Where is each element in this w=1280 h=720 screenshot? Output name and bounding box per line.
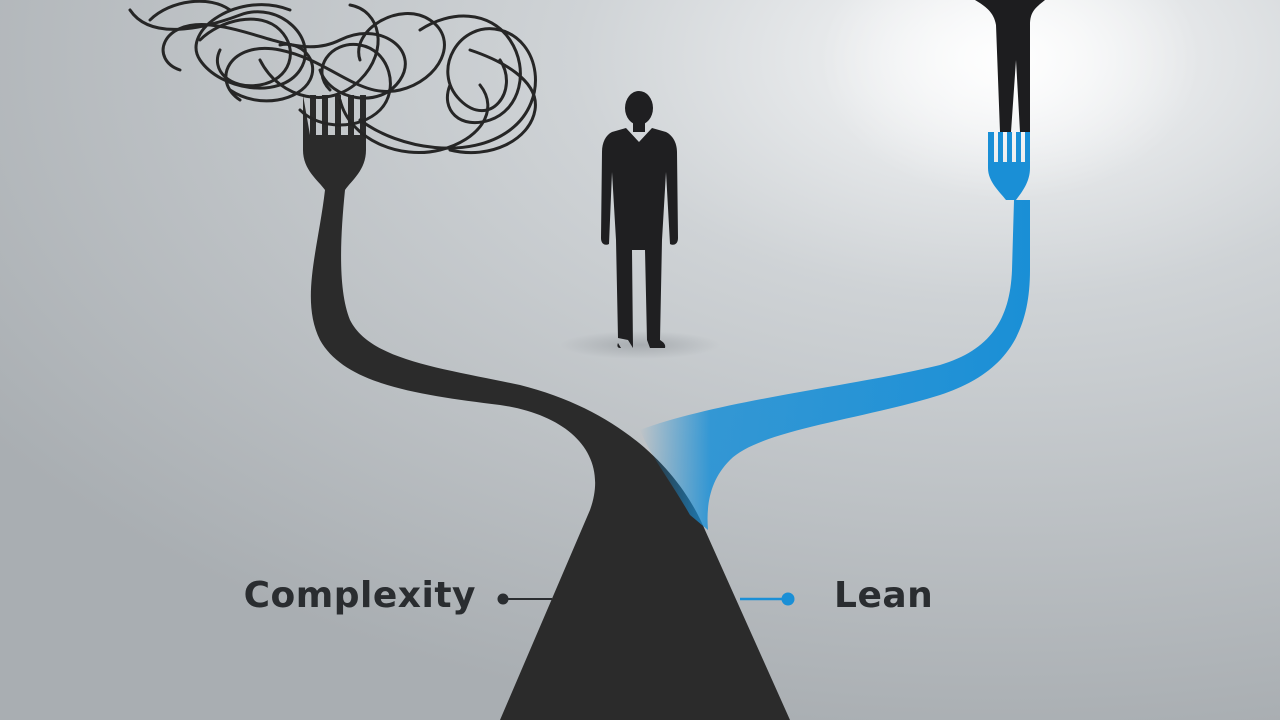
complexity-label: Complexity xyxy=(243,575,476,616)
complexity-connector xyxy=(497,593,552,605)
lean-path xyxy=(640,200,1030,530)
fork-icon xyxy=(303,95,366,190)
lean-label: Lean xyxy=(834,575,934,616)
person-shadow xyxy=(560,331,720,359)
lean-connector xyxy=(740,592,795,606)
fork-icon xyxy=(988,132,1030,200)
person-silhouette xyxy=(601,91,678,348)
tangled-noodles xyxy=(128,0,537,155)
complexity-path xyxy=(310,190,790,720)
person-silhouette xyxy=(975,0,1045,132)
